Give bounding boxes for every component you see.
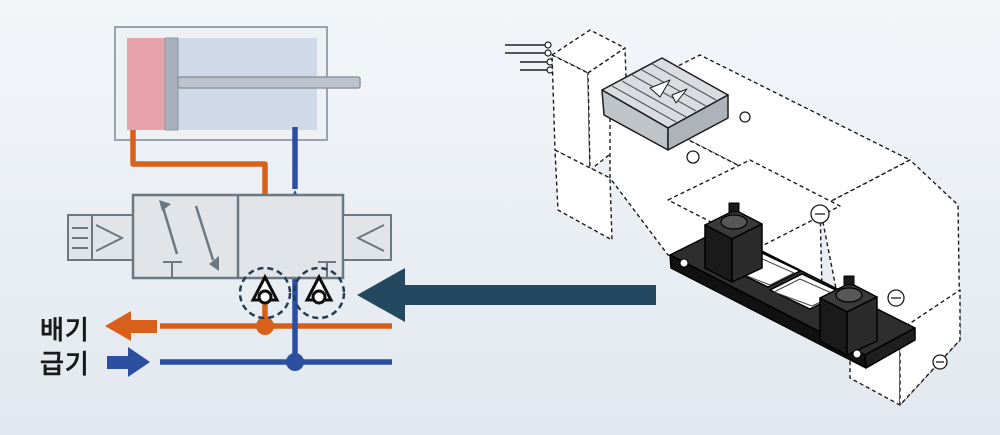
exhaust-out-arrow bbox=[105, 311, 157, 341]
piston-rod bbox=[177, 76, 361, 89]
exhaust-label: 배기 bbox=[40, 316, 90, 346]
solenoid-valve-3d-illustration bbox=[505, 29, 961, 406]
supply-in-arrow bbox=[107, 347, 150, 377]
port-block-left bbox=[704, 202, 763, 283]
cylinder-chamber bbox=[127, 38, 165, 130]
solenoid-right bbox=[342, 214, 392, 261]
check-valve-icon bbox=[238, 266, 292, 320]
arrow-left-icon bbox=[357, 268, 656, 322]
exhaust-junction bbox=[256, 317, 274, 335]
valve-symbol bbox=[67, 193, 392, 280]
supply-label: 급기 bbox=[40, 350, 90, 380]
cylinder bbox=[114, 26, 361, 141]
supply-junction bbox=[286, 353, 304, 371]
piston bbox=[164, 37, 179, 131]
check-valve-icon bbox=[292, 266, 346, 320]
port-block-right bbox=[819, 275, 878, 356]
